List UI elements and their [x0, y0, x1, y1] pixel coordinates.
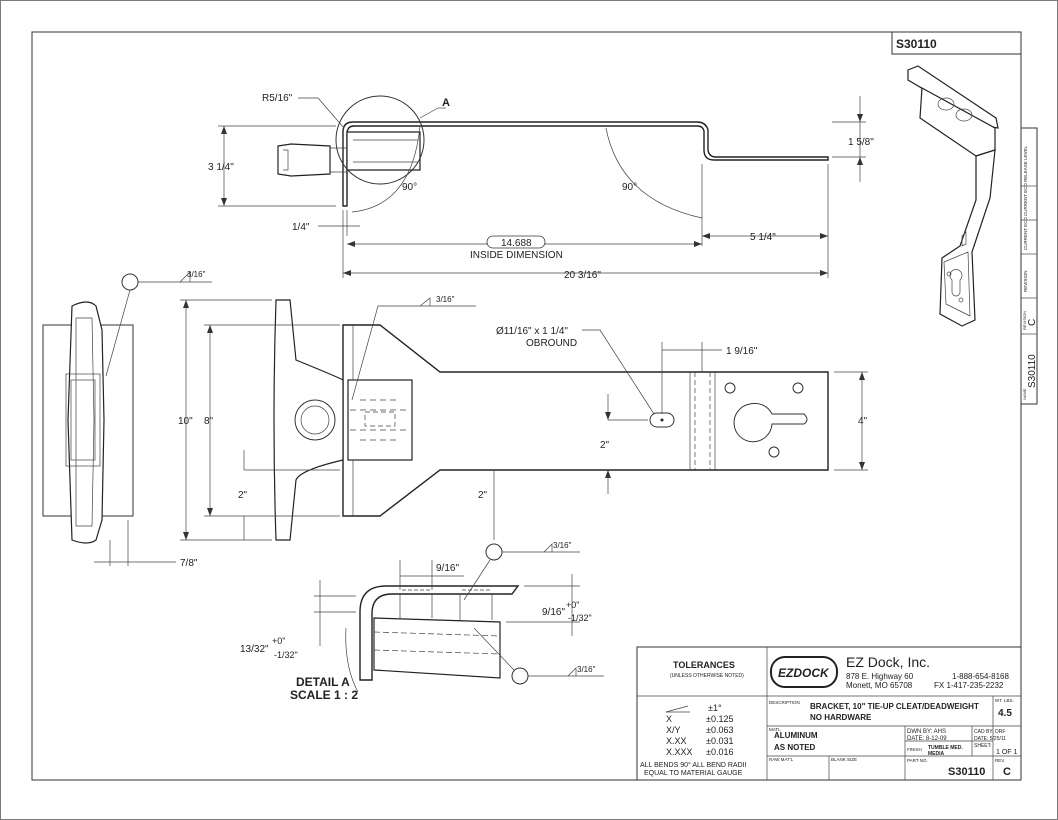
tol-minus132-b: -1/32" [274, 650, 298, 660]
tolerances-title: TOLERANCES [673, 660, 735, 670]
detail-a-title: DETAIL A [296, 675, 350, 689]
revision-label: REVISION [1023, 270, 1028, 292]
company-address-1: 878 E. Highway 60 [846, 672, 914, 681]
rev-value: C [1003, 766, 1011, 778]
blank-size-label: BLANK SIZE [831, 757, 857, 762]
isometric-view [907, 65, 999, 327]
finish-label: FINISH [907, 747, 922, 752]
side-view: 3/16" 7/8" [42, 270, 212, 569]
dim-1-5-8: 1 5/8" [848, 137, 874, 148]
dim-10: 10" [178, 416, 193, 427]
weight-value: 4.5 [998, 708, 1012, 719]
sheet-value: 1 OF 1 [996, 749, 1018, 756]
strip-rev-label: REVISION [1022, 311, 1027, 330]
dim-obround-label: OBROUND [526, 338, 577, 349]
dim-2-center: 2" [600, 440, 610, 451]
rev-label: REV. [995, 758, 1005, 763]
sheet-label: SHEET: [974, 743, 992, 749]
release-level-label: RELEASE LEVEL [1023, 145, 1028, 182]
tol-plus0-a: +0" [566, 600, 579, 610]
description-line-1: BRACKET, 10" TIE-UP CLEAT/DEADWEIGHT [810, 702, 979, 711]
dim-1-9-16: 1 9/16" [726, 346, 758, 357]
detail-a-callout-label: A [442, 97, 450, 109]
tol-xx-value: ±0.031 [706, 736, 733, 746]
company-address-2: Monett, MO 65708 [846, 681, 913, 690]
angle-90-left: 90° [402, 182, 417, 193]
part-number-top: S30110 [896, 37, 937, 51]
dim-9-16-side: 9/16" [542, 607, 565, 618]
part-number-box: S30110 [891, 31, 1022, 55]
weight-label: WT. LBS. [995, 698, 1014, 703]
tol-angle: ±1° [708, 703, 722, 713]
finish-value: TUMBLE MED. [928, 745, 963, 751]
dim-9-16-top: 9/16" [436, 563, 459, 574]
detail-a-callout-circle [335, 95, 425, 185]
dim-5-1-4: 5 1/4" [750, 232, 776, 243]
dim-2-right: 2" [478, 490, 488, 501]
weld-detail-top: 3/16" [553, 541, 572, 550]
dim-7-8: 7/8" [180, 558, 198, 569]
part-no-value: S30110 [948, 766, 985, 778]
revision-strip: RELEASE LEVEL CURRENT ECO CURRENT ECO RE… [1020, 127, 1038, 405]
strip-rev-value: C [1027, 319, 1038, 326]
strip-name-value: S30110 [1027, 354, 1038, 388]
tol-x-value: ±0.125 [706, 714, 733, 724]
description-label: DESCRIPTION [769, 700, 800, 705]
strip-name-label: NAME [1022, 388, 1027, 400]
ezdock-logo: EZDOCK [778, 666, 830, 680]
title-block: TOLERANCES (UNLESS OTHERWISE NOTED) ±1° … [636, 646, 1022, 781]
weld-detail-bottom: 3/16" [577, 665, 596, 674]
dim-4: 4" [858, 416, 868, 427]
tol-xxx-label: X.XXX [666, 747, 693, 757]
sheet-border [31, 31, 1022, 781]
dim-1-4: 1/4" [292, 222, 310, 233]
bends-note-2: EQUAL TO MATERIAL GAUGE [644, 770, 743, 777]
tol-xx-label: X.XX [666, 736, 687, 746]
current-eco-label-1: CURRENT ECO [1023, 183, 1028, 216]
front-view: Ø11/16" x 1 1/4" OBROUND 1 9/16" 2" 4" 1… [178, 295, 868, 541]
dim-14-688: 14.688 [501, 238, 532, 249]
tol-xy-label: X/Y [666, 725, 681, 735]
tol-xxx-value: ±0.016 [706, 747, 733, 757]
dim-20-3-16: 20 3/16" [564, 270, 601, 281]
tol-minus132-a: -1/32" [568, 613, 592, 623]
dim-13-32: 13/32" [240, 644, 269, 655]
current-eco-label-2: CURRENT ECO [1023, 217, 1028, 250]
dim-8: 8" [204, 416, 214, 427]
material-value: ALUMINUM [774, 731, 818, 740]
tol-plus0-b: +0" [272, 636, 285, 646]
detail-a-scale: SCALE 1 : 2 [290, 688, 358, 702]
tol-xy-value: ±0.063 [706, 725, 733, 735]
dim-r5-16: R5/16" [262, 93, 293, 104]
angle-90-right: 90° [622, 182, 637, 193]
detail-a-view: 9/16" 9/16" +0" -1/32" 13/32" +0" -1/32"… [240, 541, 604, 702]
company-name: EZ Dock, Inc. [846, 654, 930, 670]
tolerances-unless: (UNLESS OTHERWISE NOTED) [670, 673, 744, 679]
drawn-by: DWN BY: AHS [907, 729, 946, 735]
bends-note-1: ALL BENDS 90° ALL BEND RADII [640, 761, 747, 769]
dim-inside-dimension: INSIDE DIMENSION [470, 250, 563, 261]
cad-by: CAD BY: DRF [974, 729, 1005, 735]
company-fax: FX 1-417-235-2232 [934, 681, 1004, 690]
description-line-2: NO HARDWARE [810, 713, 872, 722]
dim-obround-dia: Ø11/16" x 1 1/4" [496, 326, 568, 337]
weld-side: 3/16" [187, 270, 206, 279]
part-no-label: PART NO. [907, 758, 928, 763]
top-view: A R5/16" 3 1/4" 1 5/8" 90° 90° 1/4" 14.6… [208, 93, 874, 281]
drawn-date: DATE: 8-12-09 [907, 736, 947, 742]
dim-2-left: 2" [238, 490, 248, 501]
finish-value-2: MEDIA [928, 751, 945, 757]
tol-x-label: X [666, 714, 672, 724]
as-noted: AS NOTED [774, 743, 816, 752]
raw-material-label: RAW MAT'L [769, 757, 794, 762]
material-label: MATL [769, 727, 781, 732]
company-phone: 1-888-654-8168 [952, 672, 1009, 681]
weld-front: 3/16" [436, 295, 455, 304]
dim-3-1-4: 3 1/4" [208, 162, 234, 173]
cad-date: DATE: 5/25/11 [974, 736, 1006, 742]
